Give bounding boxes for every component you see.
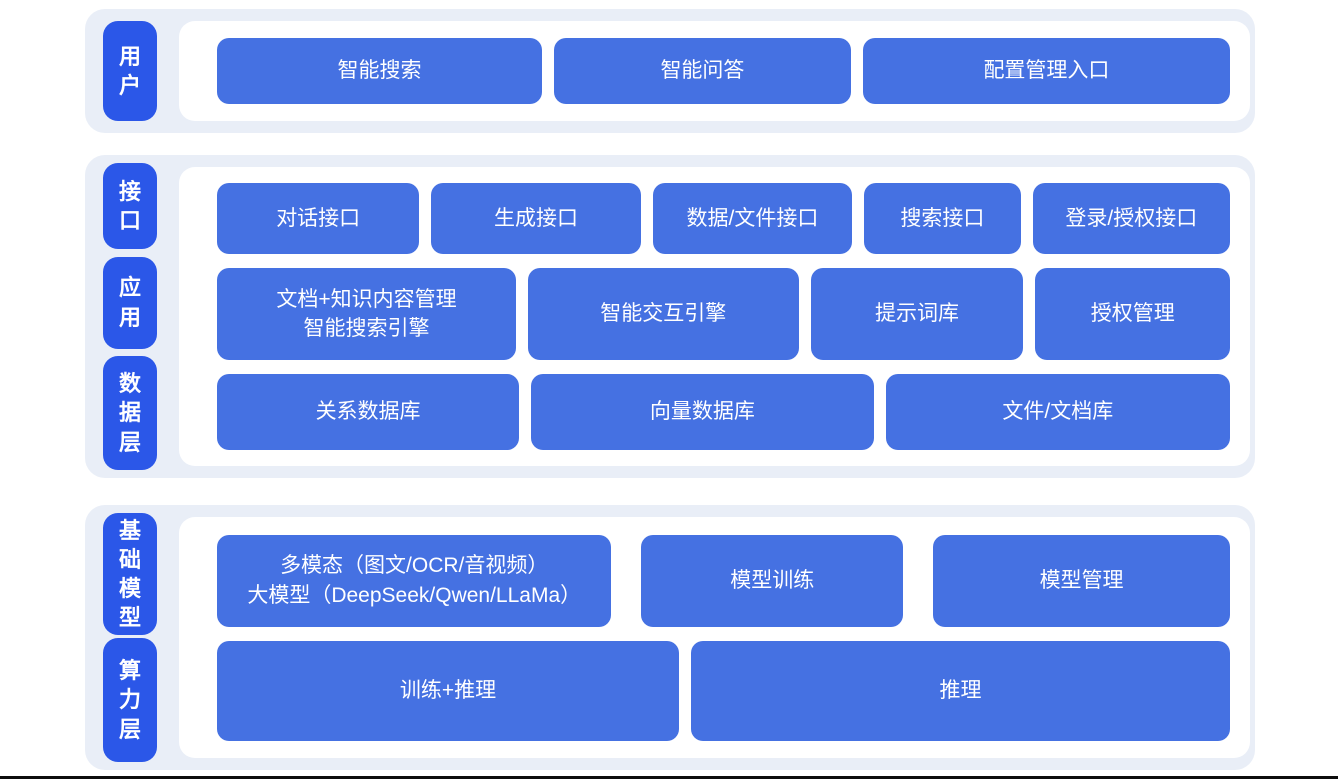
layer-row: 训练+推理 推理 <box>217 640 1230 741</box>
layer-row: 智能搜索 智能问答 配置管理入口 <box>217 38 1230 104</box>
arch-box-label: 模型管理 <box>1039 568 1124 592</box>
arch-box: 配置管理入口 <box>862 38 1230 104</box>
arch-box-label: 关系数据库 <box>315 400 421 424</box>
arch-box: 智能问答 <box>553 38 851 104</box>
arch-box-label: 智能搜索引擎 <box>303 317 430 340</box>
layer-pill-label: 算力层 <box>118 658 141 742</box>
arch-box: 智能搜索 <box>217 38 542 104</box>
layer-row: 文档+知识内容管理智能搜索引擎 智能交互引擎 提示词库 授权管理 <box>217 268 1230 360</box>
arch-box: 提示词库 <box>810 268 1024 360</box>
layer-section-user-layer: 用户 智能搜索 智能问答 配置管理入口 <box>85 9 1255 133</box>
layer-panel: 对话接口 生成接口 数据/文件接口 搜索接口 登录/授权接口文档+知识内容管理智能搜索引… <box>179 167 1250 466</box>
layer-panel: 智能搜索 智能问答 配置管理入口 <box>179 21 1250 121</box>
arch-box-label: 推理 <box>939 678 982 702</box>
arch-box-label: 配置管理入口 <box>983 59 1110 83</box>
arch-box: 搜索接口 <box>864 183 1021 254</box>
arch-box-label: 大模型（DeepSeek/Qwen/LLaMa） <box>247 583 582 607</box>
arch-box: 推理 <box>691 640 1230 741</box>
arch-box-label: 提示词库 <box>874 302 959 326</box>
arch-box-label: 智能问答 <box>660 59 745 83</box>
arch-box-label: 搜索接口 <box>900 206 985 230</box>
arch-box-label: 生成接口 <box>494 206 579 230</box>
arch-box: 模型训练 <box>641 534 904 627</box>
layer-pill-label: 应用 <box>118 275 141 330</box>
layer-pill-foundation-model: 基础模型 <box>103 513 157 635</box>
layer-label-rail: 接口应用数据层 <box>103 163 157 470</box>
layer-section-foundation-layers: 基础模型算力层 多模态（图文/OCR/音视频） 大模型（DeepSeek/Qwen/… <box>85 505 1255 770</box>
layer-panel: 多模态（图文/OCR/音视频） 大模型（DeepSeek/Qwen/LLaMa） 模… <box>179 517 1250 758</box>
arch-box-label: 向量数据库 <box>649 400 755 424</box>
arch-box: 关系数据库 <box>217 374 520 450</box>
arch-box: 生成接口 <box>431 183 641 254</box>
arch-box: 文件/文档库 <box>885 374 1230 450</box>
arch-box-label: 对话接口 <box>276 206 361 230</box>
layer-section-service-layers: 接口应用数据层 对话接口 生成接口 数据/文件接口 搜索接口 登录/授权接口文档+知识内容… <box>85 155 1255 478</box>
arch-box: 多模态（图文/OCR/音视频） 大模型（DeepSeek/Qwen/LLaMa） <box>217 534 612 627</box>
arch-box: 数据/文件接口 <box>652 183 853 254</box>
arch-box: 授权管理 <box>1035 268 1230 360</box>
layer-pill-label: 数据层 <box>118 371 141 455</box>
layer-pill-compute-layer: 算力层 <box>103 638 157 762</box>
layer-row: 关系数据库 向量数据库 文件/文档库 <box>217 374 1230 450</box>
arch-box: 文档+知识内容管理智能搜索引擎 <box>217 268 516 360</box>
layer-pill-interface: 接口 <box>103 163 157 249</box>
arch-box: 模型管理 <box>933 534 1230 627</box>
arch-box-label: 多模态（图文/OCR/音视频） <box>280 554 549 578</box>
arch-box-label: 训练+推理 <box>399 678 497 702</box>
arch-box-label: 数据/文件接口 <box>686 206 819 230</box>
bottom-border-line <box>0 776 1338 779</box>
arch-box-label: 授权管理 <box>1090 302 1175 326</box>
arch-box: 智能交互引擎 <box>527 268 799 360</box>
layer-pill-data-layer: 数据层 <box>103 356 157 470</box>
arch-box: 向量数据库 <box>531 374 874 450</box>
arch-box-label: 登录/授权接口 <box>1065 206 1198 230</box>
arch-box: 训练+推理 <box>217 640 679 741</box>
layer-row: 多模态（图文/OCR/音视频） 大模型（DeepSeek/Qwen/LLaMa） 模… <box>217 534 1230 627</box>
arch-box-label: 模型训练 <box>730 568 815 592</box>
layer-pill-label: 接口 <box>118 178 141 233</box>
layer-pill-application: 应用 <box>103 256 157 349</box>
layer-label-rail: 用户 <box>103 17 157 125</box>
arch-box: 对话接口 <box>217 183 420 254</box>
arch-box-label: 智能交互引擎 <box>600 302 727 326</box>
layer-pill-label: 用户 <box>118 43 141 98</box>
layer-pill-label: 基础模型 <box>118 517 141 631</box>
layer-row: 对话接口 生成接口 数据/文件接口 搜索接口 登录/授权接口 <box>217 183 1230 254</box>
arch-box-label: 智能搜索 <box>337 59 422 83</box>
arch-box-label: 文档+知识内容管理 <box>276 287 457 311</box>
layer-pill-user: 用户 <box>103 21 157 121</box>
layer-label-rail: 基础模型算力层 <box>103 513 157 762</box>
arch-box: 登录/授权接口 <box>1032 183 1230 254</box>
arch-box-label: 文件/文档库 <box>1002 400 1114 424</box>
